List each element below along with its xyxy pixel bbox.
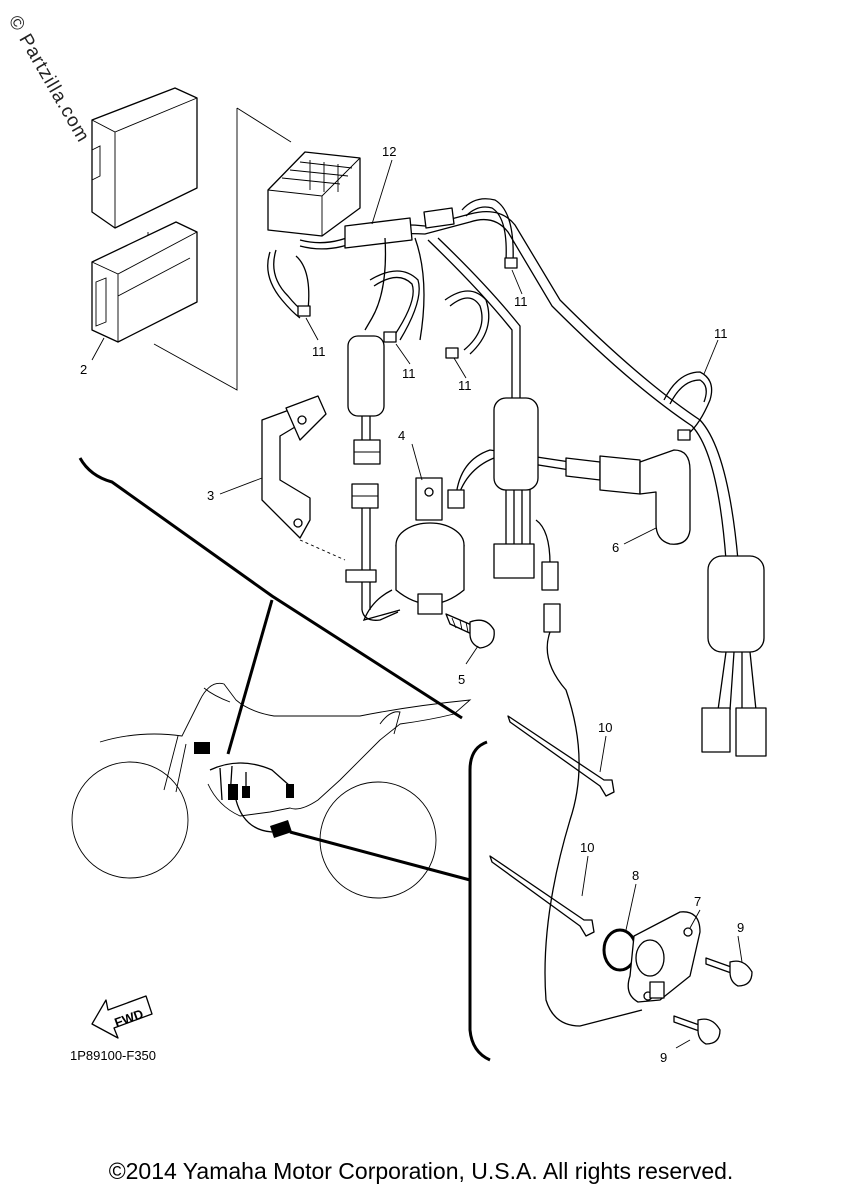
- ignition-coil[interactable]: [362, 449, 571, 621]
- callout-11-c: 11: [458, 378, 472, 393]
- cable-tie-2[interactable]: [489, 855, 595, 937]
- section-outline-lower: [468, 740, 491, 1062]
- coil-bracket[interactable]: [261, 395, 327, 539]
- pulser-capsule[interactable]: [493, 397, 559, 591]
- harness-capsule-left[interactable]: [347, 335, 385, 465]
- callout-11-d: 11: [514, 294, 528, 309]
- fwd-arrow-icon: FWD: [91, 995, 153, 1039]
- cdi-cover[interactable]: [91, 87, 198, 229]
- callout-9-upper: 9: [737, 920, 744, 935]
- section-outline-upper: [78, 457, 463, 720]
- callout-8: 8: [632, 868, 639, 883]
- callout-5: 5: [458, 672, 465, 687]
- motorcycle-highlight: [194, 742, 294, 838]
- spark-plug-cap[interactable]: [565, 449, 691, 545]
- cable-tie-1[interactable]: [507, 715, 615, 797]
- coil-wire-connector[interactable]: [345, 483, 399, 621]
- callout-2: 2: [80, 362, 87, 377]
- copyright-notice: ©2014 Yamaha Motor Corporation, U.S.A. A…: [108, 1158, 734, 1184]
- sensor-screw-2[interactable]: [673, 1015, 721, 1045]
- callout-11-b: 11: [402, 366, 416, 381]
- cable-band-4[interactable]: [461, 198, 518, 269]
- harness-capsule-right[interactable]: [701, 555, 767, 757]
- sensor-lead[interactable]: [543, 603, 643, 1027]
- wire-harness[interactable]: [267, 151, 739, 561]
- callout-numbers: 2 3 4 5 6 7 8 9 9 10 10 11 11 11 11 11 1…: [80, 144, 744, 1065]
- motorcycle-outline: [71, 682, 472, 899]
- coil-bolt[interactable]: [445, 613, 495, 649]
- callout-10-lower: 10: [580, 840, 594, 855]
- callout-9-lower: 9: [660, 1050, 667, 1065]
- cdi-unit[interactable]: [91, 221, 198, 343]
- callout-11-a: 11: [312, 344, 326, 359]
- callout-4: 4: [398, 428, 405, 443]
- sensor-plate[interactable]: [627, 911, 701, 1003]
- cable-band-1[interactable]: [267, 249, 311, 319]
- guide-dash-bracket: [299, 539, 346, 561]
- callout-leaders: [91, 159, 743, 1049]
- cable-band-3[interactable]: [444, 290, 490, 359]
- pointer-line-lower: [289, 830, 471, 882]
- callout-6: 6: [612, 540, 619, 555]
- callout-3: 3: [207, 488, 214, 503]
- callout-11-e: 11: [714, 326, 728, 341]
- sensor-screw-1[interactable]: [705, 957, 753, 987]
- callout-12: 12: [382, 144, 396, 159]
- callout-10-upper: 10: [598, 720, 612, 735]
- cable-band-5[interactable]: [663, 371, 713, 441]
- diagram-code: 1P89100-F350: [70, 1048, 156, 1063]
- callout-7: 7: [694, 894, 701, 909]
- pointer-line-upper: [226, 599, 274, 755]
- cable-band-2[interactable]: [369, 270, 420, 343]
